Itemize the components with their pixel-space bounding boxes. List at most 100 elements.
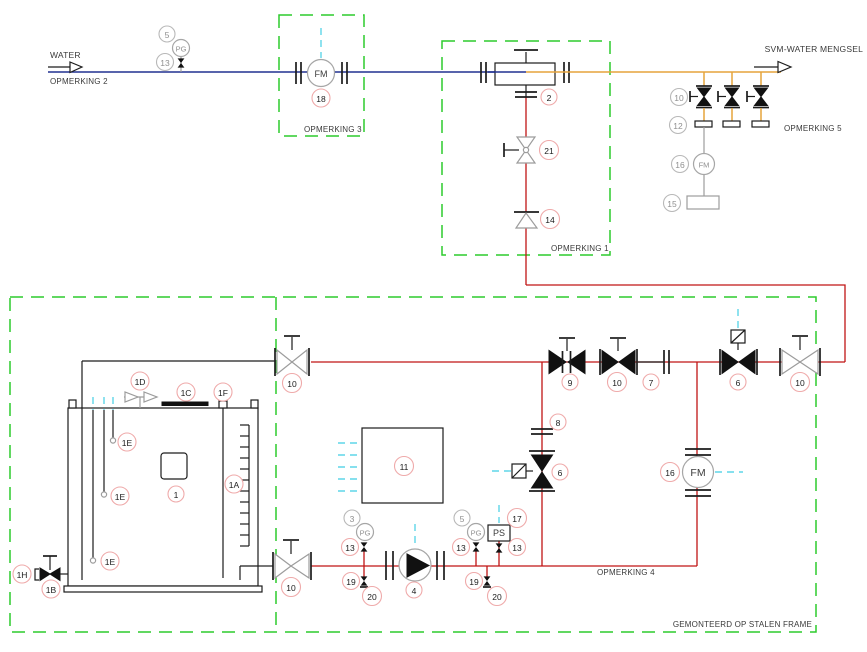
pressure-switch-17: PS 17 13 [487,505,528,566]
tank-nozzle-1F [218,400,228,409]
svg-text:1D: 1D [135,377,146,387]
svg-text:4: 4 [412,586,417,596]
tank-lug-left [68,399,77,409]
tag-17 [506,507,528,529]
svg-text:PG: PG [471,529,482,538]
note-4: OPMERKING 4 [597,568,655,577]
note-3: OPMERKING 3 [304,125,362,134]
suction-drain-19-20: 19 20 [341,566,383,607]
svg-text:16: 16 [665,468,675,478]
transfer-line [526,284,846,362]
tag-10 [669,87,689,107]
svg-text:7: 7 [649,378,654,388]
svg-text:13: 13 [160,58,170,68]
svg-text:11: 11 [400,462,409,472]
tag-1 [167,485,185,503]
tag-1F [213,382,233,402]
tank-outlet-dip [239,565,258,580]
mixer-body [494,62,556,86]
pressure-gauge-5-assembly: PG 5 13 [155,25,191,72]
flowmeter-icon [306,58,336,88]
flowmeter-icon [692,152,716,176]
tank-body [67,407,259,587]
tag-5 [453,509,471,527]
takeoff-valve-1 [689,72,713,128]
tag-1E [100,551,120,571]
svg-text:PS: PS [493,528,505,538]
takeoff-valve-3 [746,72,770,128]
header-end-valve-10: 10 [779,335,821,393]
tag-1C [176,382,196,402]
svg-text:3: 3 [350,514,355,524]
svg-text:1E: 1E [122,438,133,448]
tag-2 [540,88,558,106]
svg-text:FM: FM [699,161,710,170]
svg-text:19: 19 [469,577,479,587]
svg-text:1E: 1E [105,557,116,567]
svg-text:15: 15 [667,199,677,209]
dosing-valve-21: 21 [503,136,560,164]
note-1: OPMERKING 1 [551,244,609,253]
svg-text:6: 6 [558,468,563,478]
tank-assembly: 1E 1E 1E 1D 1C 1F 1 1A [12,361,263,599]
tag-6 [729,373,747,391]
tag-16 [659,461,681,483]
discharge-drain-19-20: 19 20 [464,566,508,607]
tag-4 [405,581,423,599]
svg-text:FM: FM [315,69,328,79]
tank-base [63,585,263,593]
tag-16 [670,154,690,174]
spool-piece-7: 7 [638,350,670,391]
tag-20 [361,585,383,607]
tag-10 [789,371,811,393]
svg-text:10: 10 [286,583,296,593]
svg-text:6: 6 [736,378,741,388]
tag-18 [311,88,331,108]
mixture-stream-label: SVM-WATER MENGSEL [765,44,863,54]
svg-text:8: 8 [556,418,561,428]
svg-text:1C: 1C [181,388,192,398]
water-stream-label: WATER [50,50,81,60]
tag-10 [280,576,302,598]
tag-6 [551,463,569,481]
actuated-valve-6-header: 6 [719,309,758,391]
svg-text:FM: FM [690,467,705,479]
return-isolation-valve-10: 10 [274,335,310,394]
svg-text:10: 10 [612,378,622,388]
flowmeter-16-assembly: FM 16 [659,448,743,497]
svg-text:1E: 1E [115,492,126,502]
drain-cap-1H [34,568,39,581]
tag-19 [341,571,361,591]
tag-1H [12,564,32,584]
svg-text:1: 1 [174,490,179,500]
flowmeter-icon [681,455,715,489]
level-gauge-1A: 1A [224,424,250,547]
frame-note: GEMONTEERD OP STALEN FRAME [673,620,812,629]
orifice-8: 8 [531,413,567,435]
svg-text:5: 5 [165,30,170,40]
tag-1D [130,371,150,391]
svg-text:PG: PG [360,529,371,538]
tag-1E [110,486,130,506]
tank-lug-right [250,399,259,409]
hose-coupling [722,120,741,128]
svg-text:2: 2 [547,93,552,103]
flow-arrow-in [48,61,84,74]
tag-9 [561,373,579,391]
takeoff-valve-2 [717,72,741,128]
svg-text:20: 20 [367,592,377,602]
pump-4: 4 [385,524,445,599]
suction-pressure-gauge-3: PG 3 13 [340,509,375,566]
mixer-assembly: 2 [480,49,570,106]
suction-valve-10: 10 [272,539,312,598]
tag-1A [224,474,244,494]
water-inlet: WATER OPMERKING 2 PG 5 13 [48,25,191,86]
control-cabinet-11: 11 [338,427,444,504]
tag-11 [393,455,415,477]
svg-text:16: 16 [675,160,685,170]
vent-valve-1D: 1D [124,371,159,408]
pressure-gauge-icon [466,522,486,542]
tag-8 [549,413,567,431]
tag-12 [668,115,688,135]
